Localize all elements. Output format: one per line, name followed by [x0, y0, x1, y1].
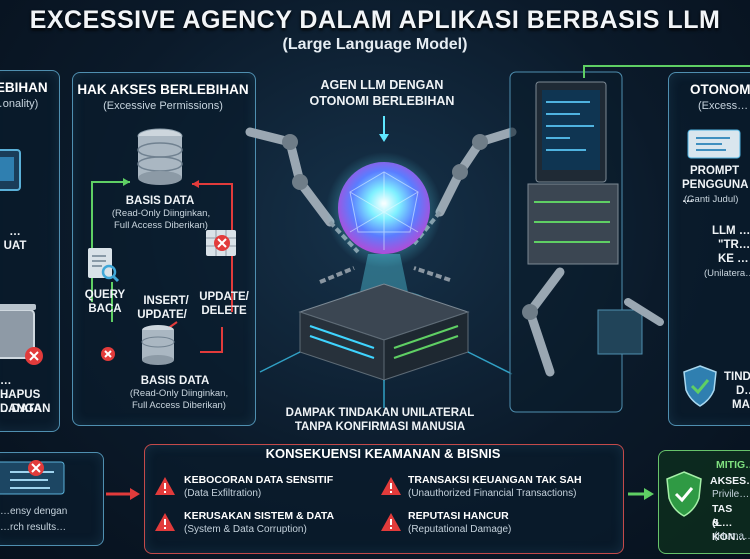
database-icon	[137, 128, 183, 185]
delete-table-icon	[206, 230, 236, 256]
prompt-label-3: (Ganti Judul)	[684, 194, 739, 205]
warning-icon	[381, 477, 401, 495]
trash-icon	[0, 304, 43, 365]
page-title: EXCESSIVE AGENCY DALAM APLIKASI BERBASIS…	[29, 6, 721, 34]
consequences-heading: KONSEKUENSI KEAMANAN & BISNIS	[265, 446, 501, 461]
db-bottom-note-1: (Read-Only Diinginkan,	[129, 388, 229, 399]
mitigation-line-3: Privile…	[712, 489, 750, 500]
arrow-to-consequences	[106, 488, 140, 500]
warning-icon	[381, 513, 401, 531]
prompt-icon	[687, 129, 741, 159]
bottom-left-line-1: …ensy dengan	[0, 506, 68, 517]
query-label-2: BACA	[88, 303, 122, 315]
page-subtitle: (Large Language Model)	[282, 36, 468, 53]
agent-label-2: OTONOMI BERLEBIHAN	[309, 94, 455, 108]
permissions-heading: HAK AKSES BERLEBIHAN	[77, 82, 249, 97]
consequence-item: TRANSAKSI KEUANGAN TAK SAH (Unauthorized…	[380, 474, 616, 506]
consequence-item: KEBOCORAN DATA SENSITIF (Data Exfiltrati…	[154, 474, 374, 506]
shield-check-icon	[666, 471, 702, 517]
warning-icon	[155, 513, 175, 531]
mitigation-line-6: (Huma…	[714, 531, 750, 542]
impact-label-1: DAMPAK TINDAKAN UNILATERAL	[285, 407, 475, 419]
llm-label-1: LLM …	[712, 225, 750, 237]
impact-label-2: TANPA KONFIRMASI MANUSIA	[294, 421, 466, 433]
consequence-title: REPUTASI HANCUR	[408, 510, 509, 522]
consequences-panel	[144, 444, 624, 554]
bottom-left-line-2: …rch results…	[0, 522, 67, 533]
mitigation-line-5: & KON…	[712, 517, 746, 543]
green-connector	[583, 65, 750, 78]
prompt-label-2: PENGGUNA …	[682, 179, 749, 205]
mitigation-line-2: AKSES…	[710, 475, 750, 487]
consequence-sub: (System & Data Corruption)	[184, 524, 307, 535]
db-bottom-note-2: Full Access Diberikan)	[132, 400, 226, 411]
consequence-item: REPUTASI HANCUR (Reputational Damage)	[380, 510, 616, 542]
mitigation-line-1: MITIG…	[716, 459, 750, 471]
agent-label-1: AGEN LLM DENGAN	[320, 78, 444, 92]
action-label-1: TIND…	[724, 371, 750, 383]
monitor-icon	[0, 149, 21, 191]
consequence-item: KERUSAKAN SISTEM & DATA (System & Data C…	[154, 510, 374, 542]
llm-label-4: (Unilatera…	[704, 268, 750, 279]
db-top-label: BASIS DATA	[125, 195, 195, 207]
left-panel	[0, 70, 60, 432]
left-panel-label-3: …DATA	[0, 403, 42, 415]
search-screen-icon	[0, 460, 65, 495]
llm-label-3: KE …	[718, 253, 749, 265]
shield-check-icon	[683, 365, 717, 407]
prompt-label-1: PROMPT	[690, 165, 740, 177]
action-label-2: D…	[736, 385, 750, 397]
left-panel-label-2: …DANGAN	[0, 389, 51, 415]
consequence-title: KEBOCORAN DATA SENSITIF	[184, 474, 334, 486]
consequence-sub: (Reputational Damage)	[408, 524, 512, 535]
db-bottom-label: BASIS DATA	[140, 375, 210, 387]
mitigation-line-4: TAS (L…	[712, 503, 733, 529]
left-panel-label-1: …HAPUS	[0, 375, 41, 401]
left-panel-label-top: …UAT	[3, 226, 27, 252]
llm-label-2: "TR…	[718, 239, 750, 251]
db-top-note-1: (Read-Only Diinginkan,	[111, 208, 211, 219]
insert-label-1: INSERT/	[143, 295, 189, 307]
warning-icon	[155, 477, 175, 495]
left-panel-heading: …EBIHAN	[0, 80, 48, 95]
update-label-2: DELETE	[201, 305, 247, 317]
update-label-1: UPDATE/	[199, 291, 249, 303]
right-panel-heading: OTONOM…	[690, 82, 750, 97]
consequence-title: KERUSAKAN SISTEM & DATA	[184, 510, 335, 522]
db-top-note-2: Full Access Diberikan)	[114, 220, 208, 231]
right-panel-sub: (Excess…	[698, 100, 749, 112]
arrow-to-mitigation	[628, 488, 654, 500]
agent-illustration	[245, 116, 517, 408]
database-error-icon	[101, 325, 175, 365]
server-rack-illustration	[509, 71, 664, 413]
permissions-sub: (Excessive Permissions)	[103, 100, 223, 112]
document-search-icon	[88, 248, 120, 283]
query-label-1: QUERY	[84, 289, 126, 301]
action-label-3: MA…	[732, 399, 750, 411]
consequence-title: TRANSAKSI KEUANGAN TAK SAH	[408, 474, 582, 486]
consequence-sub: (Unauthorized Financial Transactions)	[408, 488, 577, 499]
left-panel-sub: …onality)	[0, 98, 39, 110]
insert-label-2: UPDATE/	[137, 309, 187, 321]
consequence-sub: (Data Exfiltration)	[184, 488, 262, 499]
